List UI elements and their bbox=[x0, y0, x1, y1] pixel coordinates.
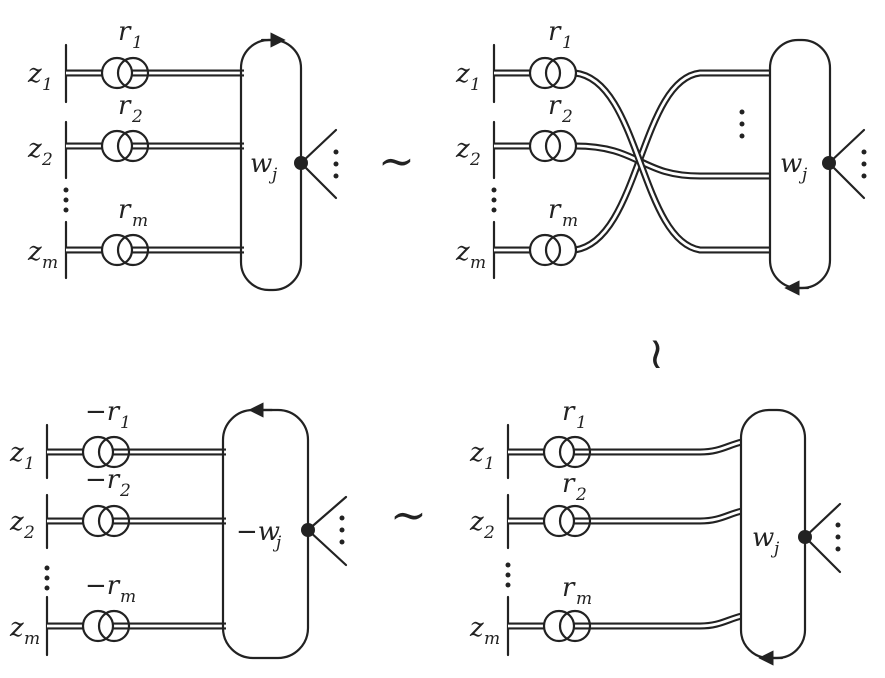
equivalence-tilde-bottom: ∼ bbox=[390, 490, 427, 541]
z-label: z bbox=[469, 507, 484, 537]
ellipsis-dots bbox=[739, 109, 867, 179]
r-sub: 2 bbox=[561, 107, 573, 127]
panel-top-right: z 1 z 2 z m r 1 r 2 r m w j bbox=[455, 17, 867, 296]
r-label: r bbox=[118, 91, 132, 121]
ellipsis-dots bbox=[339, 515, 345, 545]
z-sub: 2 bbox=[41, 150, 53, 170]
r-sub: m bbox=[120, 587, 136, 607]
twist-symbol bbox=[542, 435, 592, 643]
z-label: z bbox=[455, 237, 470, 267]
panel-top-left: z 1 z 2 z m r 1 r 2 r m w j bbox=[27, 17, 339, 292]
r-sub: 2 bbox=[119, 481, 131, 501]
r-sub: 1 bbox=[576, 413, 587, 433]
vertical-ellipsis bbox=[63, 187, 69, 213]
w-sub: j bbox=[268, 165, 278, 185]
w-sub: j bbox=[798, 165, 808, 185]
r-label: r bbox=[548, 17, 562, 47]
z-sub: 1 bbox=[470, 75, 481, 95]
z-sub: 2 bbox=[23, 523, 35, 543]
r-sub: m bbox=[562, 211, 578, 231]
r-label: −r bbox=[85, 397, 121, 427]
z-sub: m bbox=[42, 253, 58, 273]
equivalence-tilde-top: ∼ bbox=[378, 136, 415, 187]
z-label: z bbox=[455, 134, 470, 164]
z-sub: m bbox=[470, 253, 486, 273]
twist-symbol bbox=[528, 56, 578, 267]
r-sub: 1 bbox=[120, 413, 131, 433]
vertical-ellipsis bbox=[505, 562, 511, 588]
panel-bottom-right: z 1 z 2 z m r 1 r 2 r m w j bbox=[469, 397, 842, 666]
r-label: r bbox=[548, 195, 562, 225]
vertical-ellipsis bbox=[491, 187, 497, 213]
equivalence-wreath-right: ≀ bbox=[648, 328, 665, 379]
z-sub: 2 bbox=[483, 523, 495, 543]
vertical-ellipsis bbox=[44, 565, 50, 591]
z-label: z bbox=[9, 613, 24, 643]
z-sub: 1 bbox=[42, 75, 53, 95]
r-label: r bbox=[548, 91, 562, 121]
z-sub: m bbox=[24, 629, 40, 649]
r-sub: 2 bbox=[131, 107, 143, 127]
z-label: z bbox=[27, 59, 42, 89]
r-label: r bbox=[562, 469, 576, 499]
z-sub: 2 bbox=[469, 150, 481, 170]
r-label: −r bbox=[85, 465, 121, 495]
ellipsis-dots bbox=[333, 149, 339, 179]
twist-symbol bbox=[100, 56, 150, 267]
r-label: r bbox=[562, 397, 576, 427]
w-label: w bbox=[752, 523, 774, 553]
w-sub: j bbox=[770, 539, 780, 559]
w-label: w bbox=[250, 149, 272, 179]
z-label: z bbox=[469, 613, 484, 643]
z-sub: m bbox=[484, 629, 500, 649]
z-sub: 1 bbox=[484, 454, 495, 474]
crossing-strand bbox=[574, 69, 770, 254]
z-label: z bbox=[469, 438, 484, 468]
r-label: r bbox=[118, 17, 132, 47]
r-label: r bbox=[118, 195, 132, 225]
w-label: w bbox=[780, 149, 802, 179]
ellipsis-dots bbox=[835, 522, 841, 552]
r-sub: 1 bbox=[132, 33, 143, 53]
z-label: z bbox=[9, 507, 24, 537]
r-sub: m bbox=[132, 211, 148, 231]
r-label: r bbox=[562, 573, 576, 603]
r-sub: 1 bbox=[562, 33, 573, 53]
r-sub: 2 bbox=[575, 485, 587, 505]
z-label: z bbox=[27, 134, 42, 164]
z-label: z bbox=[9, 438, 24, 468]
twist-symbol bbox=[81, 435, 131, 643]
z-label: z bbox=[455, 59, 470, 89]
r-label: −r bbox=[85, 571, 121, 601]
panel-bottom-left: z 1 z 2 z m −r 1 −r 2 −r m −w j bbox=[9, 397, 348, 660]
z-label: z bbox=[27, 237, 42, 267]
strand-double-lines bbox=[66, 69, 244, 254]
w-sub: j bbox=[272, 533, 282, 553]
r-sub: m bbox=[576, 589, 592, 609]
w-label: −w bbox=[236, 517, 280, 547]
z-sub: 1 bbox=[24, 454, 35, 474]
